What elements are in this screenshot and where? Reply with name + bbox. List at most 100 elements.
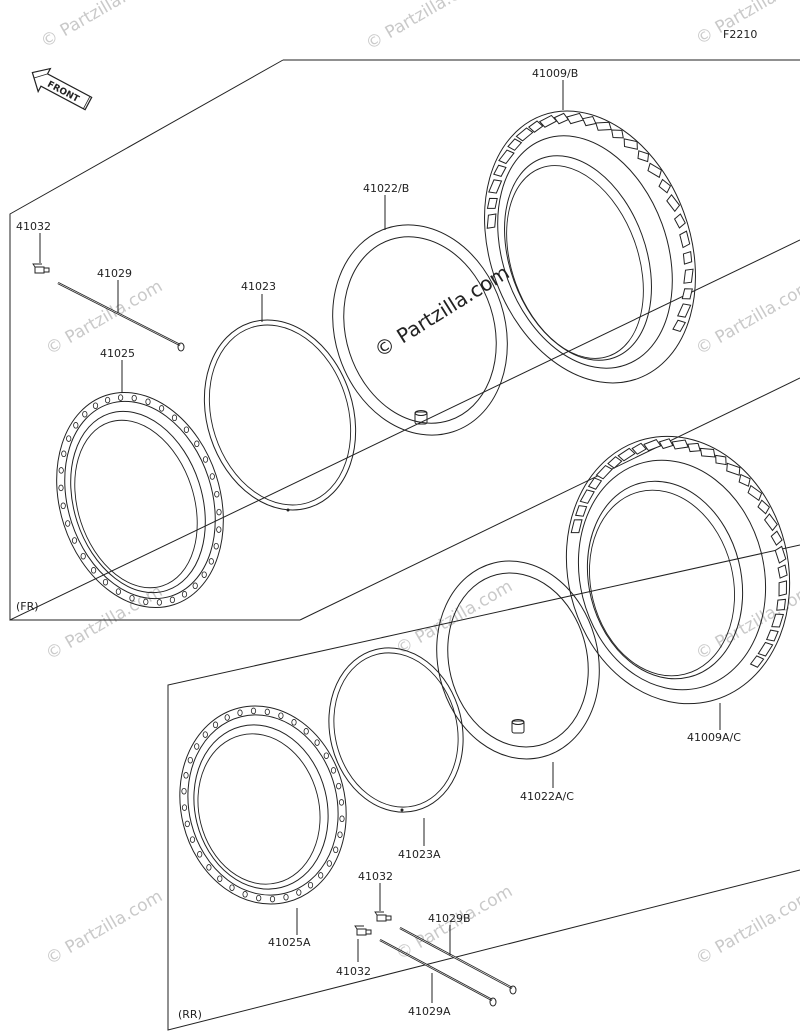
rear-tube [436, 560, 600, 760]
tread-block [595, 121, 612, 131]
tread-block [587, 477, 603, 490]
tread-block [579, 489, 595, 504]
tread-block [647, 162, 662, 179]
tread-block [582, 115, 597, 127]
spoke-hole [339, 815, 345, 823]
tread-block [687, 442, 701, 453]
spoke-hole [206, 864, 212, 871]
spoke-hole [183, 426, 189, 433]
tread-block [774, 545, 787, 564]
tread-block [488, 179, 503, 194]
spoke-hole [336, 782, 342, 790]
spoke-hole [181, 787, 187, 795]
rear-section-frame [167, 544, 800, 1031]
spoke-hole [229, 884, 235, 891]
spoke-hole [326, 860, 332, 867]
label-41032-rear-upper: 41032 [358, 870, 393, 883]
tread-block [631, 442, 647, 455]
label-41025a: 41025A [268, 936, 311, 949]
spoke-hole [92, 402, 99, 409]
spoke-hole [216, 508, 222, 516]
spoke-hole [181, 591, 188, 598]
spoke-hole [91, 567, 97, 574]
figure-code: F2210 [723, 28, 757, 41]
spoke-hole [214, 490, 220, 498]
spoke-hole [71, 537, 78, 544]
spoke-hole [189, 836, 196, 843]
spoke-hole [201, 571, 207, 578]
tread-block [553, 112, 570, 125]
spoke-hole [61, 450, 67, 458]
watermark: © Partzilla.com [363, 0, 487, 54]
spoke-hole [115, 588, 122, 595]
tread-block [681, 288, 693, 300]
rear-section-tag: (RR) [178, 1008, 202, 1021]
spoke-hole [197, 851, 203, 858]
spoke-hole [314, 739, 320, 746]
tread-block [679, 230, 691, 249]
spoke-hole [145, 398, 151, 406]
spoke-hole [129, 594, 135, 602]
front-tire [484, 110, 696, 384]
tread-block [738, 473, 751, 487]
spoke-hole [60, 502, 66, 510]
spoke-hole [213, 542, 219, 550]
spoke-hole [323, 752, 329, 759]
spoke-hole [183, 772, 189, 779]
front-nipple [32, 263, 50, 274]
spoke-hole [131, 394, 137, 402]
front-tube [332, 224, 508, 436]
tread-block [515, 127, 534, 142]
tread-block [715, 454, 727, 466]
spoke-hole [209, 473, 215, 480]
spoke-hole [217, 875, 223, 882]
spoke-hole [102, 578, 109, 586]
tread-block [682, 250, 693, 265]
tread-block [683, 268, 694, 284]
spoke-hole [187, 756, 193, 764]
watermark: © Partzilla.com [43, 886, 167, 969]
spoke-hole [242, 891, 248, 898]
tread-block [528, 120, 544, 133]
label-41023a: 41023A [398, 848, 441, 861]
label-41029b: 41029B [428, 912, 471, 925]
tread-block [757, 499, 771, 515]
watermark: © Partzilla.com [693, 0, 800, 49]
spoke-hole [73, 422, 79, 429]
tread-block [486, 197, 498, 209]
spoke-hole [216, 526, 222, 533]
spoke-hole [181, 804, 188, 811]
tread-block [566, 112, 585, 125]
watermark: © Partzilla.com [693, 886, 800, 969]
tread-block [777, 564, 788, 579]
tread-block [765, 629, 779, 642]
rear-tire [565, 435, 791, 705]
spoke-hole [66, 435, 72, 442]
label-41022-b: 41022/B [363, 182, 409, 195]
label-41009-b: 41009/B [532, 67, 578, 80]
spoke-hole [192, 582, 198, 590]
spoke-hole [169, 596, 175, 604]
spoke-hole [307, 881, 314, 889]
rear-rim [179, 705, 347, 905]
tread-block [726, 462, 741, 476]
tread-block [637, 150, 650, 163]
spoke-hole [269, 895, 276, 903]
tread-block [673, 213, 686, 229]
spoke-hole [184, 820, 190, 828]
tread-block [763, 513, 778, 532]
tread-block [658, 178, 672, 194]
tread-block [671, 439, 689, 450]
spoke-hole [303, 728, 309, 735]
spoke-hole [58, 484, 64, 492]
spoke-hole [212, 721, 219, 729]
spoke-hole [256, 894, 262, 902]
spoke-hole [318, 872, 324, 879]
tread-block [623, 138, 638, 150]
label-41032-rear-lower: 41032 [336, 965, 371, 978]
tread-block [776, 598, 787, 611]
spoke-hole [283, 893, 289, 901]
spoke-hole [159, 405, 165, 412]
tread-block [507, 138, 523, 151]
